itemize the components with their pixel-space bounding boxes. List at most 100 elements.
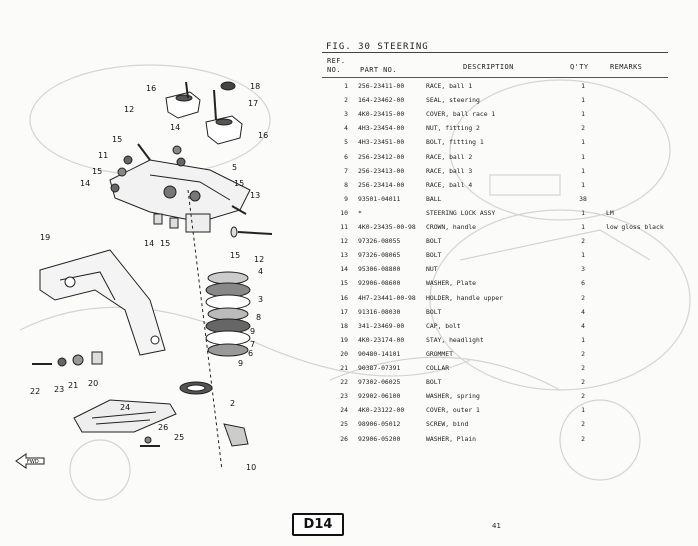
callout-number: 4 bbox=[258, 267, 263, 276]
description-cell: RACE, ball 1 bbox=[426, 82, 473, 90]
ref-no-cell: 18 bbox=[340, 321, 348, 330]
ref-no-cell: 4 bbox=[344, 124, 348, 133]
ref-no-cell: 17 bbox=[340, 307, 348, 316]
ref-no-cell: 26 bbox=[340, 434, 348, 443]
qty-cell: 6 bbox=[581, 279, 585, 288]
col-qty: Q'TY bbox=[570, 63, 589, 71]
qty-cell: 1 bbox=[581, 335, 585, 344]
col-part-no: PART NO. bbox=[360, 66, 397, 74]
description-cell: STAY, headlight bbox=[426, 335, 484, 344]
part-no-cell: 92906-05200 bbox=[358, 434, 401, 443]
header-rule bbox=[322, 52, 668, 53]
part-no-cell: * bbox=[358, 208, 362, 217]
description-cell: CROWN, handle bbox=[426, 223, 477, 231]
part-no-cell: 256-23413-00 bbox=[358, 166, 405, 175]
description-cell: NUT bbox=[426, 265, 438, 274]
qty-cell: 1 bbox=[581, 180, 585, 189]
handle-holder-right bbox=[205, 115, 243, 145]
table-row: 23 92902-06100 WASHER, spring 2 bbox=[322, 392, 668, 406]
callout-number: 23 bbox=[54, 385, 64, 394]
callout-number: 12 bbox=[254, 255, 264, 264]
callout-number: 21 bbox=[68, 381, 78, 390]
description-cell: COLLAR bbox=[426, 364, 450, 372]
part-no-cell: 4H3-23454-00 bbox=[358, 124, 405, 133]
handle-crown bbox=[109, 159, 251, 223]
description-cell: RACE, ball 4 bbox=[426, 180, 473, 189]
description-cell: WASHER, Plate bbox=[426, 279, 477, 288]
callout-number: 6 bbox=[248, 349, 253, 358]
description-cell: RACE, ball 2 bbox=[426, 152, 473, 161]
description-cell: BOLT bbox=[426, 237, 442, 246]
page-number: 41 bbox=[492, 522, 501, 530]
part-no-cell: 98906-05012 bbox=[358, 420, 401, 429]
callout-number: 16 bbox=[258, 131, 268, 140]
ref-no-cell: 12 bbox=[340, 237, 348, 246]
part-no-cell: 4H7-23441-00-98 bbox=[358, 293, 416, 302]
col-remarks: REMARKS bbox=[610, 63, 643, 71]
callout-number: 17 bbox=[248, 99, 258, 108]
remarks-cell: LM bbox=[606, 208, 614, 217]
outer-cover bbox=[73, 399, 177, 433]
description-cell: NUT, fitting 2 bbox=[426, 124, 480, 133]
ref-no-cell: 11 bbox=[340, 223, 348, 231]
ref-no-cell: 22 bbox=[340, 378, 348, 387]
callout-number: 24 bbox=[120, 403, 130, 412]
callout-number: 25 bbox=[174, 433, 184, 442]
fwd-label: FWD bbox=[27, 459, 39, 465]
forward-direction-indicator: FWD bbox=[14, 452, 46, 474]
qty-cell: 1 bbox=[581, 251, 585, 260]
callout-number: 15 bbox=[112, 135, 122, 144]
qty-cell: 1 bbox=[581, 166, 585, 175]
part-no-cell: 90387-07391 bbox=[358, 364, 401, 372]
description-cell: SCREW, bind bbox=[426, 420, 469, 429]
description-cell: COVER, outer 1 bbox=[426, 406, 480, 415]
bearing-stack bbox=[205, 271, 251, 357]
qty-cell: 1 bbox=[581, 152, 585, 161]
callout-number: 9 bbox=[250, 327, 255, 336]
description-cell: BALL bbox=[426, 194, 442, 203]
description-cell: BOLT bbox=[426, 251, 442, 260]
description-cell: WASHER, Plain bbox=[426, 434, 477, 443]
ref-no-cell: 23 bbox=[340, 392, 348, 401]
qty-cell: 1 bbox=[581, 96, 585, 105]
part-no-cell: 256-23412-00 bbox=[358, 152, 405, 161]
ref-no-cell: 15 bbox=[340, 279, 348, 288]
qty-cell: 2 bbox=[581, 237, 585, 246]
ref-no-cell: 5 bbox=[344, 138, 348, 147]
description-cell: BOLT bbox=[426, 307, 442, 316]
qty-cell: 2 bbox=[581, 349, 585, 358]
description-cell: WASHER, spring bbox=[426, 392, 480, 401]
ref-no-cell: 2 bbox=[344, 96, 348, 105]
table-row: 13 97326-08065 BOLT 1 bbox=[322, 251, 668, 265]
figure-title: FIG. 30 STEERING bbox=[326, 42, 429, 52]
page-code-plate: D14 bbox=[292, 513, 344, 536]
qty-cell: 1 bbox=[581, 406, 585, 415]
callout-number: 5 bbox=[232, 163, 237, 172]
qty-cell: 2 bbox=[581, 392, 585, 401]
callout-number: 9 bbox=[238, 359, 243, 368]
part-no-cell: 93501-04011 bbox=[358, 194, 401, 203]
part-no-cell: 95306-08800 bbox=[358, 265, 401, 274]
ref-no-cell: 10 bbox=[340, 208, 348, 217]
callout-number: 15 bbox=[234, 179, 244, 188]
qty-cell: 2 bbox=[581, 124, 585, 133]
description-cell: STEERING LOCK ASSY bbox=[426, 208, 496, 217]
ref-no-cell: 24 bbox=[340, 406, 348, 415]
part-no-cell: 92902-06100 bbox=[358, 392, 401, 401]
qty-cell: 38 bbox=[579, 194, 587, 203]
ref-no-cell: 13 bbox=[340, 251, 348, 260]
part-no-cell: 97326-08065 bbox=[358, 251, 401, 260]
part-no-cell: 90480-14101 bbox=[358, 349, 401, 358]
part-no-cell: 91316-08030 bbox=[358, 307, 401, 316]
